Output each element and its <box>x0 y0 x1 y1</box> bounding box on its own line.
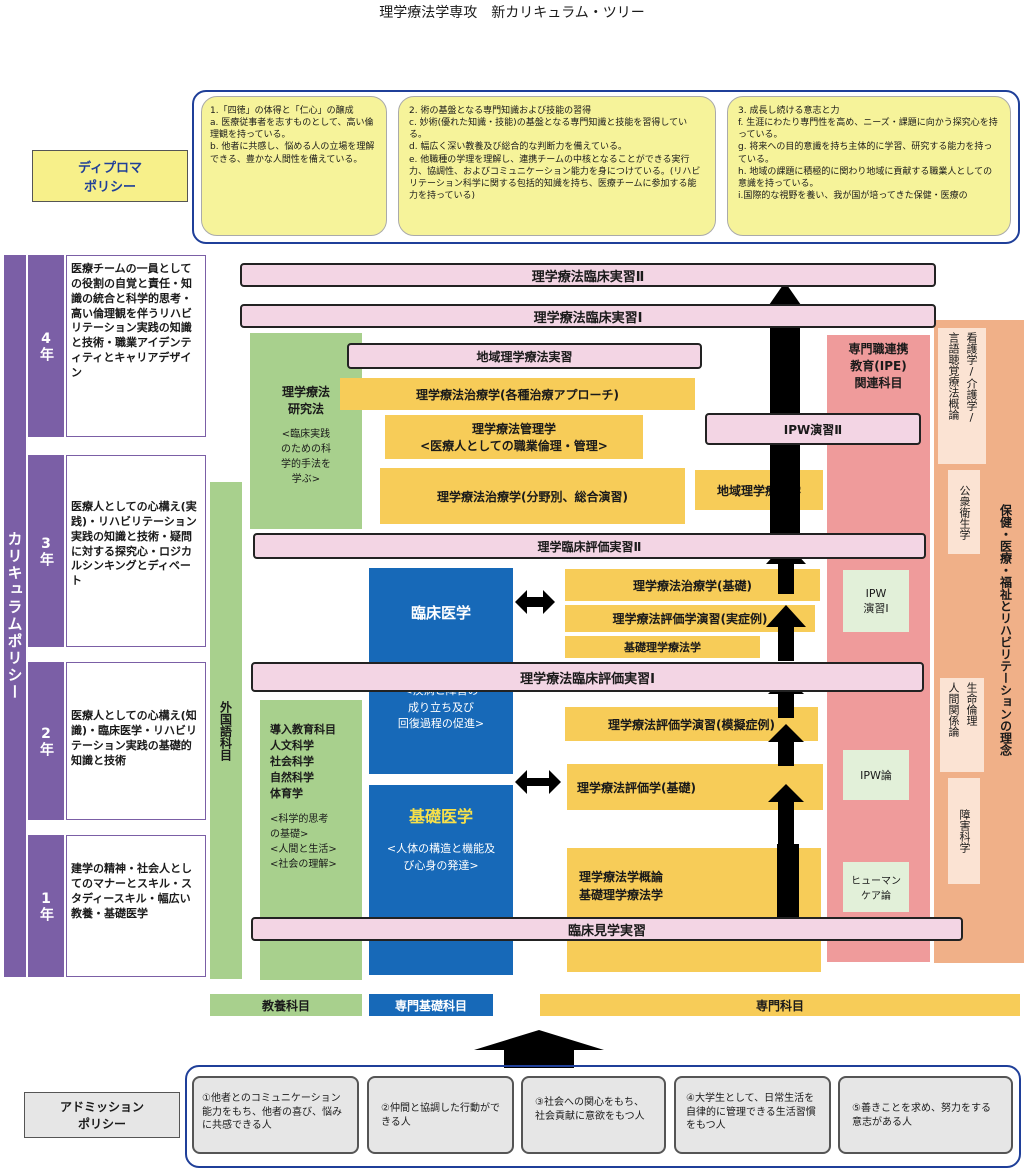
basic-pt: 基礎理学療法学 <box>565 636 760 658</box>
year-1-label: 1年 <box>28 835 64 977</box>
curriculum-policy-label: カリキュラムポリシー <box>4 255 26 977</box>
ipw-exercise-2: IPW演習Ⅱ <box>705 413 921 445</box>
bidirectional-arrow-icon <box>515 590 555 614</box>
admission-item-4: ④大学生として、日常生活を自律的に管理できる生活習慣をもつ人 <box>674 1076 831 1154</box>
year-4-text: 医療チームの一員としての役割の自覚と責任・知識の統合と科学的思考・高い倫理観を伴… <box>66 255 206 437</box>
diploma-box-3: 3. 成長し続ける意志と力 f. 生涯にわたり専門性を高め、ニーズ・課題に向かう… <box>727 96 1011 236</box>
admission-item-3: ③社会への関心をもち、社会貢献に意欲をもつ人 <box>521 1076 666 1154</box>
eval-practice-2: 理学臨床評価実習Ⅱ <box>253 533 926 559</box>
eval-practice-1: 理学療法臨床評価実習Ⅰ <box>251 662 924 692</box>
up-arrow-icon <box>766 605 806 661</box>
up-arrow-icon <box>768 784 804 844</box>
observation-practice: 臨床見学実習 <box>251 917 963 941</box>
ipw-theory: IPW論 <box>843 750 909 800</box>
community-pt: 地域理学療法学 <box>695 470 823 510</box>
year-4-label: 4年 <box>28 255 64 437</box>
life-ethics-human-relations: 生命倫理 人間関係論 <box>940 678 984 772</box>
up-arrow-icon <box>474 1030 604 1068</box>
diploma-policy-frame <box>192 90 1020 244</box>
year-2-text: 医療人としての心構え(知識)・臨床医学・リハビリテーション実践の基礎的知識と技術 <box>66 662 206 820</box>
welfare-concept: 保健・医療・福祉とリハビリテーションの理念 <box>998 504 1013 756</box>
human-care-theory: ヒューマンケア論 <box>843 862 909 912</box>
page-title: 理学療法学専攻 新カリキュラム・ツリー <box>379 5 645 21</box>
admission-item-1: ①他者とのコミュニケーション能力をもち、他者の喜び、悩みに共感できる人 <box>192 1076 359 1154</box>
admission-item-2: ②仲間と協調した行動ができる人 <box>367 1076 514 1154</box>
clinical-practice-2: 理学療法臨床実習Ⅱ <box>240 263 936 287</box>
clinical-practice-1: 理学療法臨床実習Ⅰ <box>240 304 936 328</box>
diploma-box-1: 1.「四徳」の体得と「仁心」の醸成 a. 医療従事者を志すものとして、高い倫理観… <box>201 96 387 236</box>
nursing-speech-courses: 看護学/介護学/ 言語聴覚療法概論 <box>938 328 986 464</box>
public-health: 公衆衛生学 <box>948 470 980 554</box>
admission-policy-frame <box>185 1065 1021 1168</box>
disability-science: 障害科学 <box>948 778 980 884</box>
year-3-label: 3年 <box>28 455 64 647</box>
category-professional: 専門科目 <box>540 994 1020 1016</box>
community-practice: 地域理学療法実習 <box>347 343 702 369</box>
treatment-comprehensive: 理学療法治療学(分野別、総合演習) <box>380 468 685 524</box>
treatment-basic: 理学療法治療学(基礎) <box>565 569 820 601</box>
eval-exercise-real: 理学療法評価学演習(実症例) <box>565 605 815 632</box>
up-arrow-icon <box>768 724 804 766</box>
diploma-policy-label: ディプロマポリシー <box>32 150 188 202</box>
pt-management: 理学療法管理学<医療人としての職業倫理・管理> <box>385 415 643 459</box>
treatment-various: 理学療法治療学(各種治療アプローチ) <box>340 378 695 410</box>
diploma-box-2: 2. 術の基盤となる専門知識および技能の習得 c. 妙術(優れた知識・技能)の基… <box>398 96 716 236</box>
arrow-shaft <box>777 844 799 920</box>
research-methods: 理学療法研究法 <臨床実践のための科学的手法を学ぶ> <box>250 333 362 529</box>
admission-item-5: ⑤善きことを求め、努力をする意志がある人 <box>838 1076 1013 1154</box>
year-1-text: 建学の精神・社会人としてのマナーとスキル・スタディースキル・幅広い教養・基礎医学 <box>66 835 206 977</box>
category-liberal: 教養科目 <box>210 994 362 1016</box>
bidirectional-arrow-icon <box>515 770 561 794</box>
year-2-label: 2年 <box>28 662 64 820</box>
category-basic: 専門基礎科目 <box>369 994 493 1016</box>
basic-medicine: 基礎医学 <人体の構造と機能及び心身の発達> <box>369 785 513 975</box>
foreign-language: 外国語科目 <box>210 482 242 979</box>
admission-policy-label: アドミッションポリシー <box>24 1092 180 1138</box>
year-3-text: 医療人としての心構え(実践)・リハビリテーション実践の知識と技術・疑問に対する探… <box>66 455 206 647</box>
